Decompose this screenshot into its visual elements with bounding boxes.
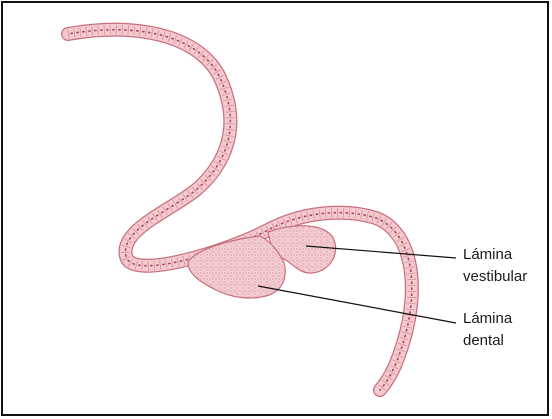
label-dental-line1: Lámina bbox=[463, 310, 513, 327]
label-dental-lamina: Lámina dental bbox=[463, 310, 513, 349]
label-vestibular-lamina: Lámina vestibular bbox=[463, 246, 527, 285]
label-dental-line2: dental bbox=[463, 332, 504, 349]
label-vestibular-line1: Lámina bbox=[463, 246, 513, 263]
oral-epithelium bbox=[68, 30, 412, 390]
dental-leader-line bbox=[258, 286, 456, 323]
label-vestibular-line2: vestibular bbox=[463, 268, 527, 285]
